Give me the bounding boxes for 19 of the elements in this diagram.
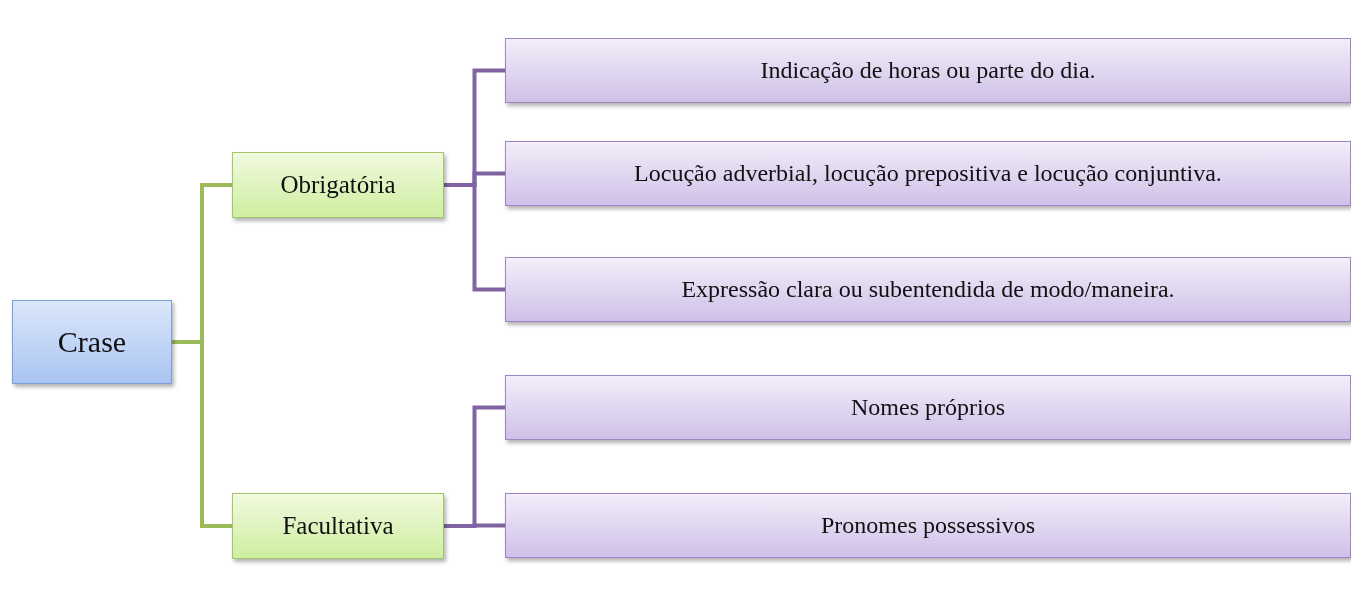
- topic-label: Crase: [57, 325, 127, 359]
- connector-line: [444, 183, 505, 292]
- topic-label: Nomes próprios: [851, 394, 1005, 421]
- topic-box: [505, 493, 1351, 558]
- topic-box: [505, 257, 1351, 322]
- topic-box: [505, 38, 1351, 103]
- topic-box: [12, 300, 172, 384]
- topic-box: [505, 141, 1351, 206]
- topic-label: Pronomes possessivos: [821, 512, 1035, 539]
- topic-label: Indicação de horas ou parte do dia.: [760, 57, 1096, 84]
- topic-box: [232, 493, 444, 559]
- topic-label: Expressão clara ou subentendida de modo/maneira.: [681, 276, 1175, 303]
- connector-line: [172, 340, 232, 528]
- connector-line: [444, 523, 505, 528]
- topic-label: Obrigatória: [280, 171, 396, 199]
- topic-label: Locução adverbial, locução prepositiva e locução conjuntiva.: [634, 160, 1222, 187]
- topic-label: Facultativa: [282, 512, 394, 540]
- topic-box: [232, 152, 444, 218]
- topic-box: [505, 375, 1351, 440]
